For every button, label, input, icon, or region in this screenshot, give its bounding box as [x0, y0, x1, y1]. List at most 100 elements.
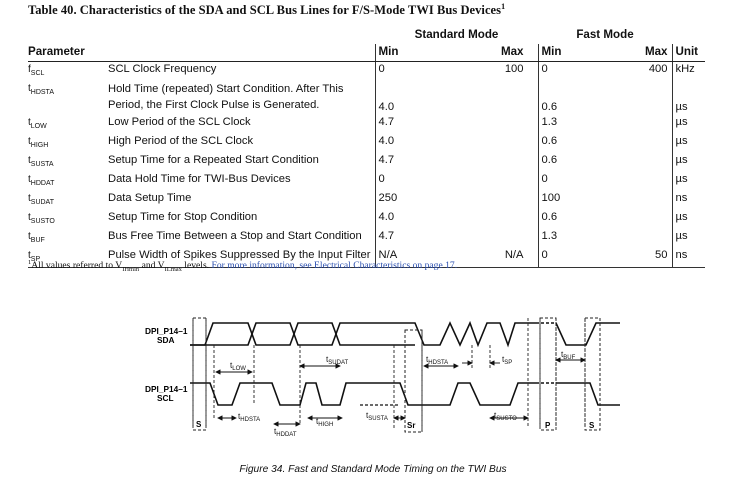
std-min: 4.7 — [374, 153, 458, 172]
table-row: tHIGH High Period of the SCL Clock 4.0 0.6 µ… — [28, 134, 705, 153]
std-max: N/A — [458, 248, 538, 268]
scl-label-line1: DPI_P14–1 — [145, 384, 188, 394]
table-row: tBUF Bus Free Time Between a Stop and Sta… — [28, 229, 705, 248]
tsusto-label: tSUSTO — [494, 411, 517, 422]
param-description: Pulse Width of Spikes Suppressed By the … — [108, 248, 375, 268]
header-unit: Unit — [671, 44, 705, 62]
scl-waveform — [190, 382, 620, 406]
param-symbol: tHDDAT — [28, 174, 55, 187]
std-min: 4.0 — [374, 134, 458, 153]
scl-label-line2: SCL — [157, 393, 174, 403]
std-min: 4.0 — [374, 210, 458, 229]
header-fast-mode: Fast Mode — [576, 28, 634, 41]
param-description: Bus Free Time Between a Stop and Start C… — [108, 230, 362, 242]
fast-min: 100 — [537, 191, 615, 210]
param-description: Setup Time for a Repeated Start Conditio… — [108, 154, 319, 166]
std-min: 4.0 — [374, 81, 458, 115]
fast-min: 0.6 — [537, 134, 615, 153]
unit: ns — [671, 248, 705, 268]
param-description: SCL Clock Frequency — [108, 63, 217, 75]
param-symbol: tHDSTA — [28, 83, 54, 96]
param-symbol: tSP — [28, 248, 108, 268]
param-description: Data Setup Time — [108, 192, 192, 204]
timing-reference-lines — [192, 318, 601, 432]
table-row: tHDSTA Hold Time (repeated) Start Conditi… — [28, 81, 705, 115]
header-std-max: Max — [458, 44, 538, 62]
fast-max: 400 — [648, 63, 668, 75]
fast-min: 0 — [537, 172, 615, 191]
table-row: tSUSTA Setup Time for a Repeated Start Co… — [28, 153, 705, 172]
param-symbol: tHIGH — [28, 136, 49, 149]
fast-min: 1.3 — [537, 229, 615, 248]
condition-boxes — [192, 317, 601, 433]
tsusta-label: tSUSTA — [366, 411, 388, 422]
std-max: 100 — [504, 63, 524, 75]
sda-label-line2: SDA — [157, 335, 175, 345]
tsudat-label: tSUDAT — [326, 355, 349, 366]
param-description: Data Hold Time for TWI-Bus Devices — [108, 173, 291, 185]
fast-max: 50 — [615, 248, 672, 268]
table-footnote: 1All values referred to VIHmin and VILma… — [28, 259, 458, 274]
fast-min: 0 — [537, 248, 615, 268]
param-symbol: tBUF — [28, 231, 45, 244]
unit: µs — [671, 210, 705, 229]
header-parameter: Parameter — [28, 44, 108, 62]
fast-min: 1.3 — [537, 115, 615, 134]
table-title: Table 40. Characteristics of the SDA and… — [28, 2, 506, 18]
thigh-label: tHIGH — [316, 417, 333, 428]
param-symbol: tSUDAT — [28, 193, 54, 206]
table-header-row-2: Parameter Min Max Min Max Unit — [28, 44, 705, 62]
param-description: Low Period of the SCL Clock — [108, 116, 251, 128]
fast-min: 0.6 — [537, 210, 615, 229]
sda-waveform — [190, 320, 620, 348]
thddat-label: tHDDAT — [274, 427, 297, 438]
figure-caption: Figure 34. Fast and Standard Mode Timing… — [239, 464, 507, 475]
timing-arrows — [215, 357, 586, 427]
unit: ns — [671, 191, 705, 210]
param-symbol: tSUSTA — [28, 155, 54, 168]
table-row: tHDDAT Data Hold Time for TWI-Bus Devices… — [28, 172, 705, 191]
unit: µs — [671, 229, 705, 248]
param-symbol: fSCL — [28, 64, 45, 77]
table-row: tLOW Low Period of the SCL Clock 4.7 1.3 µs — [28, 115, 705, 134]
fast-min: 0 — [537, 61, 615, 81]
unit: µs — [671, 134, 705, 153]
thdsta-bottom-label: tHDSTA — [238, 412, 260, 423]
param-description: Hold Time (repeated) Start Condition. Af… — [108, 83, 344, 111]
std-min: 0 — [374, 172, 458, 191]
tlow-label: tLOW — [230, 361, 246, 372]
unit: µs — [671, 115, 705, 134]
std-min: N/A — [374, 248, 458, 268]
header-fast-min: Min — [537, 44, 615, 62]
std-min: 0 — [374, 61, 458, 81]
header-fast-max: Max — [615, 44, 672, 62]
header-std-min: Min — [374, 44, 458, 62]
param-symbol: tSUSTO — [28, 212, 55, 225]
param-description: Setup Time for Stop Condition — [108, 211, 258, 223]
unit: kHz — [671, 61, 705, 81]
param-description: High Period of the SCL Clock — [108, 135, 254, 147]
condition-stop: P — [545, 421, 551, 430]
characteristics-table: Standard Mode Fast Mode Parameter Min Ma… — [28, 27, 705, 268]
std-min: 4.7 — [374, 115, 458, 134]
sda-label-line1: DPI_P14–1 — [145, 326, 188, 336]
condition-start: S — [196, 420, 202, 429]
table-header-row-1: Standard Mode Fast Mode — [28, 27, 705, 44]
header-standard-mode: Standard Mode — [414, 28, 499, 41]
condition-repeated-start: Sr — [407, 421, 415, 430]
electrical-characteristics-link[interactable]: For more information, see Electrical Cha… — [211, 260, 458, 272]
param-symbol: tLOW — [28, 117, 47, 130]
unit: µs — [671, 81, 705, 115]
thdsta-top-label: tHDSTA — [426, 355, 448, 366]
tsp-label: tSP — [502, 355, 512, 366]
condition-start-2: S — [589, 421, 595, 430]
fast-min: 0.6 — [537, 153, 615, 172]
fast-min: 0.6 — [537, 81, 615, 115]
tbuf-label: tBUF — [561, 350, 576, 361]
std-min: 4.7 — [374, 229, 458, 248]
unit: µs — [671, 153, 705, 172]
